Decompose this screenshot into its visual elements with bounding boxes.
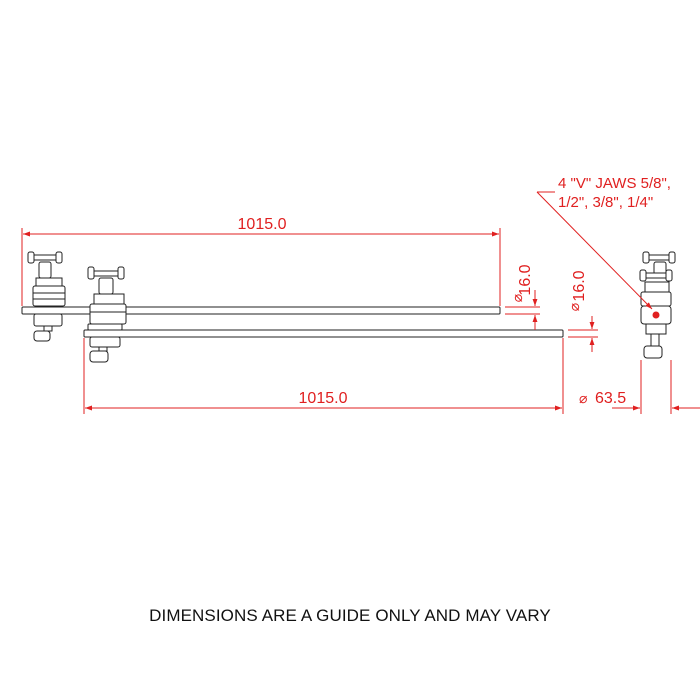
dimension-clamp-diameter: 63.5 [595,390,626,407]
dimension-rod-diameter-1: 16.0 [517,264,534,295]
clamp-right-end-view [639,251,676,359]
clamp-left-upper [27,251,66,342]
disclaimer-text: DIMENSIONS ARE A GUIDE ONLY AND MAY VARY [149,606,551,625]
rod-lower [83,329,564,338]
dimension-top-length: 1015.0 [238,216,287,233]
jaws-note-line1: 4 "V" JAWS 5/8", [558,175,671,192]
diameter-symbol-1: ⌀ [509,294,525,302]
dimension-rod-diameter-1-group: 16.0 [517,264,534,295]
dimension-bottom-length: 1015.0 [299,390,348,407]
dimension-rod-diameter-2: 16.0 [571,270,588,301]
diameter-symbol-2: ⌀ [566,303,582,311]
rod-upper [21,306,501,315]
clamp-middle-lower [87,266,127,363]
jaws-note-line2: 1/2", 3/8", 1/4" [558,194,653,211]
dimension-rod-diameter-2-group: 16.0 [571,270,588,301]
diameter-symbol-3: ⌀ [579,390,587,406]
dimension-lines [21,191,700,414]
